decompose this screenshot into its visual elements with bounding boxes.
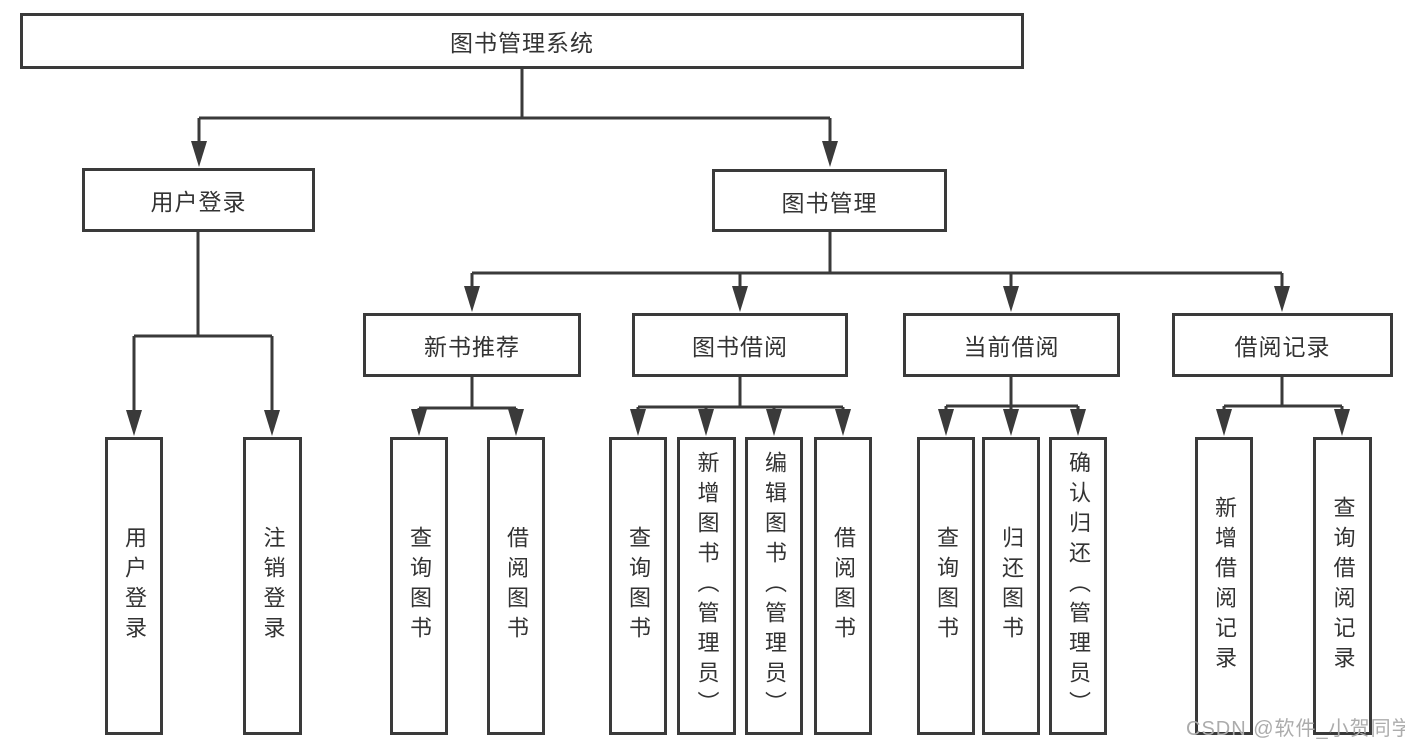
- leaf-query-borrow-record: 查询借阅记录: [1313, 437, 1372, 735]
- leaf-label: 用户登录: [122, 526, 147, 646]
- node-library-management-system: 图书管理系统: [20, 13, 1024, 69]
- leaf-edit-book-admin: 编辑图书（管理员）: [745, 437, 803, 735]
- arrowhead-icon: [508, 409, 524, 436]
- connector-current-borrow-branch: [938, 377, 1086, 436]
- leaf-label: 查询图书: [934, 526, 959, 646]
- node-current-borrow: 当前借阅: [903, 313, 1120, 377]
- connector-new-book-branch: [411, 377, 524, 436]
- arrowhead-icon: [1334, 409, 1350, 436]
- leaf-label: 借阅图书: [504, 526, 529, 646]
- node-user-login: 用户登录: [82, 168, 315, 232]
- leaf-label: 查询图书: [626, 526, 651, 646]
- arrowhead-icon: [191, 141, 207, 167]
- arrowhead-icon: [732, 286, 748, 312]
- leaf-return-book: 归还图书: [982, 437, 1040, 735]
- arrowhead-icon: [766, 409, 782, 436]
- arrowhead-icon: [835, 409, 851, 436]
- leaf-label: 借阅图书: [831, 526, 856, 646]
- leaf-query-books-current: 查询图书: [917, 437, 975, 735]
- connector-book-borrow-branch: [630, 377, 851, 436]
- arrowhead-icon: [822, 141, 838, 167]
- node-book-borrow: 图书借阅: [632, 313, 848, 377]
- watermark: CSDN @软件_小贺同学: [1186, 718, 1405, 740]
- arrowhead-icon: [1216, 409, 1232, 436]
- arrowhead-icon: [1070, 409, 1086, 436]
- connector-book-management-branch: [464, 232, 1290, 312]
- leaf-label: 确认归还（管理员）: [1066, 451, 1091, 721]
- leaf-label: 查询图书: [407, 526, 432, 646]
- connector-borrow-records-branch: [1216, 377, 1350, 436]
- arrowhead-icon: [411, 409, 427, 436]
- leaf-borrow-books: 借阅图书: [814, 437, 872, 735]
- leaf-label: 新增借阅记录: [1212, 496, 1237, 676]
- connector-root-branch: [191, 69, 838, 167]
- leaf-query-books-borrow: 查询图书: [609, 437, 667, 735]
- leaf-borrow-books-recommend: 借阅图书: [487, 437, 545, 735]
- leaf-label: 编辑图书（管理员）: [762, 451, 787, 721]
- leaf-confirm-return-admin: 确认归还（管理员）: [1049, 437, 1107, 735]
- arrowhead-icon: [464, 286, 480, 312]
- arrowhead-icon: [938, 409, 954, 436]
- leaf-logout: 注销登录: [243, 437, 302, 735]
- arrowhead-icon: [630, 409, 646, 436]
- leaf-label: 归还图书: [999, 526, 1024, 646]
- arrowhead-icon: [126, 410, 142, 436]
- leaf-user-login: 用户登录: [105, 437, 163, 735]
- node-new-book-recommend: 新书推荐: [363, 313, 581, 377]
- leaf-label: 查询借阅记录: [1330, 496, 1356, 676]
- leaf-add-borrow-record: 新增借阅记录: [1195, 437, 1253, 735]
- arrowhead-icon: [264, 410, 280, 436]
- arrowhead-icon: [698, 409, 714, 436]
- arrowhead-icon: [1003, 409, 1019, 436]
- leaf-query-books-recommend: 查询图书: [390, 437, 448, 735]
- arrowhead-icon: [1003, 286, 1019, 312]
- leaf-add-book-admin: 新增图书（管理员）: [677, 437, 736, 735]
- leaf-label: 注销登录: [260, 526, 286, 646]
- node-borrow-records: 借阅记录: [1172, 313, 1393, 377]
- arrowhead-icon: [1274, 286, 1290, 312]
- node-book-management: 图书管理: [712, 169, 947, 232]
- connector-user-login-branch: [126, 232, 280, 436]
- leaf-label: 新增图书（管理员）: [694, 451, 720, 721]
